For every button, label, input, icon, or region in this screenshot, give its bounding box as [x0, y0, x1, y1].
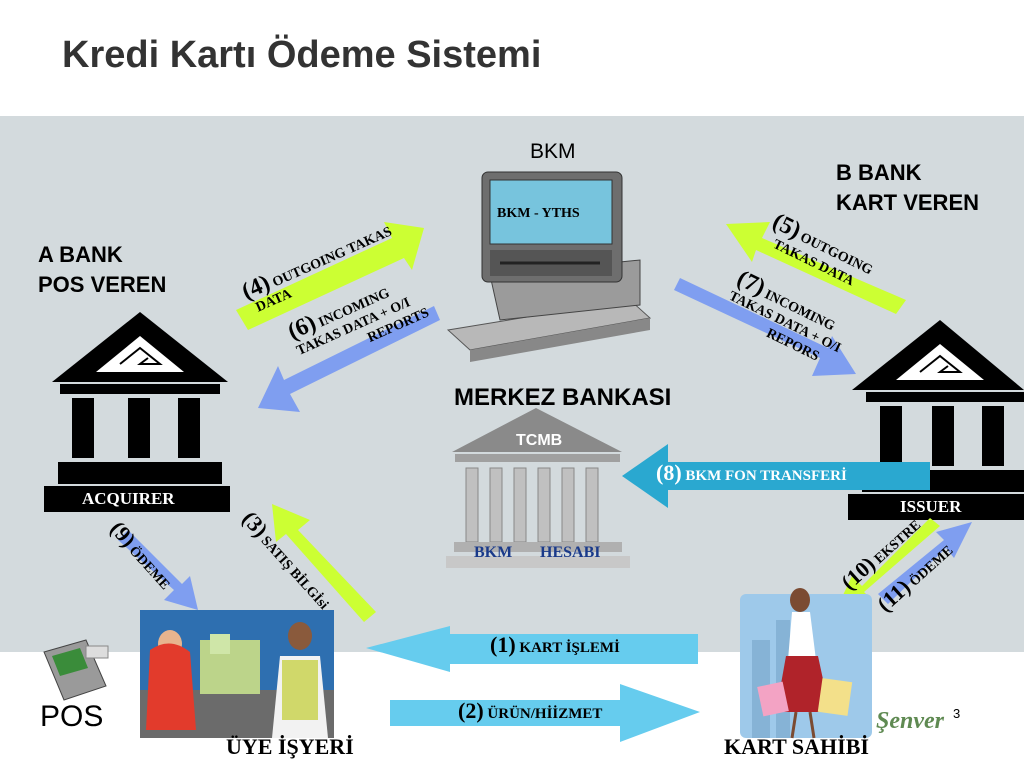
a-bank-role: POS VEREN [38, 272, 167, 297]
central-bank-title: MERKEZ BANKASI [454, 384, 672, 411]
central-bank-account-right: HESABI [540, 544, 601, 561]
arrow-step-1 [366, 626, 698, 672]
step-8-label: (8) BKM FON TRANSFERİ [656, 460, 847, 486]
arrow-step-5 [726, 222, 906, 314]
bkm-screen-label: BKM - YTHS [497, 206, 580, 221]
step-8-number: (8) [656, 460, 682, 485]
page-title: Kredi Kartı Ödeme Sistemi [62, 34, 542, 76]
step-2-label: (2) ÜRÜN/HİİZMET [458, 698, 602, 724]
b-bank-name: B BANK [836, 160, 922, 185]
merchant-illustration [140, 610, 334, 738]
pos-label: POS [40, 700, 104, 733]
arrow-step-8 [622, 444, 930, 508]
bkm-computer-icon [446, 171, 652, 362]
step-1-number: (1) [490, 632, 516, 657]
merchant-label: ÜYE İŞYERİ [226, 734, 354, 759]
step-1-label: (1) KART İŞLEMİ [490, 632, 620, 658]
b-bank-label: B BANK KART VEREN [836, 158, 979, 218]
issuer-badge: ISSUER [900, 497, 962, 516]
step-2-number: (2) [458, 698, 484, 723]
arrow-step-3 [272, 504, 376, 622]
b-bank-role: KART VEREN [836, 190, 980, 215]
cardholder-label: KART SAHİBİ [724, 734, 869, 759]
arrow-step-7 [674, 278, 856, 376]
bkm-label: BKM [530, 140, 576, 163]
page-number: 3 [953, 706, 961, 721]
a-bank-name: A BANK [38, 242, 123, 267]
central-bank-account-left: BKM [474, 544, 513, 561]
cardholder-illustration [740, 588, 872, 739]
arrow-step-6 [258, 306, 440, 412]
step-8-text: BKM FON TRANSFERİ [685, 468, 847, 484]
arrow-step-9 [118, 530, 198, 610]
pos-terminal-icon [43, 639, 109, 701]
arrow-step-2 [390, 684, 700, 742]
step-2-text: ÜRÜN/HİİZMET [487, 706, 603, 722]
acquirer-bank-icon [44, 312, 230, 512]
watermark: Şenver [876, 708, 944, 734]
arrow-step-4 [236, 222, 424, 330]
a-bank-label: A BANK POS VEREN [38, 240, 166, 300]
arrow-step-10 [836, 518, 940, 610]
step-1-text: KART İŞLEMİ [519, 640, 620, 656]
central-bank-roof-label: TCMB [516, 432, 563, 449]
arrow-step-11 [878, 522, 972, 604]
central-bank-icon [446, 408, 630, 568]
acquirer-badge: ACQUIRER [82, 489, 175, 508]
